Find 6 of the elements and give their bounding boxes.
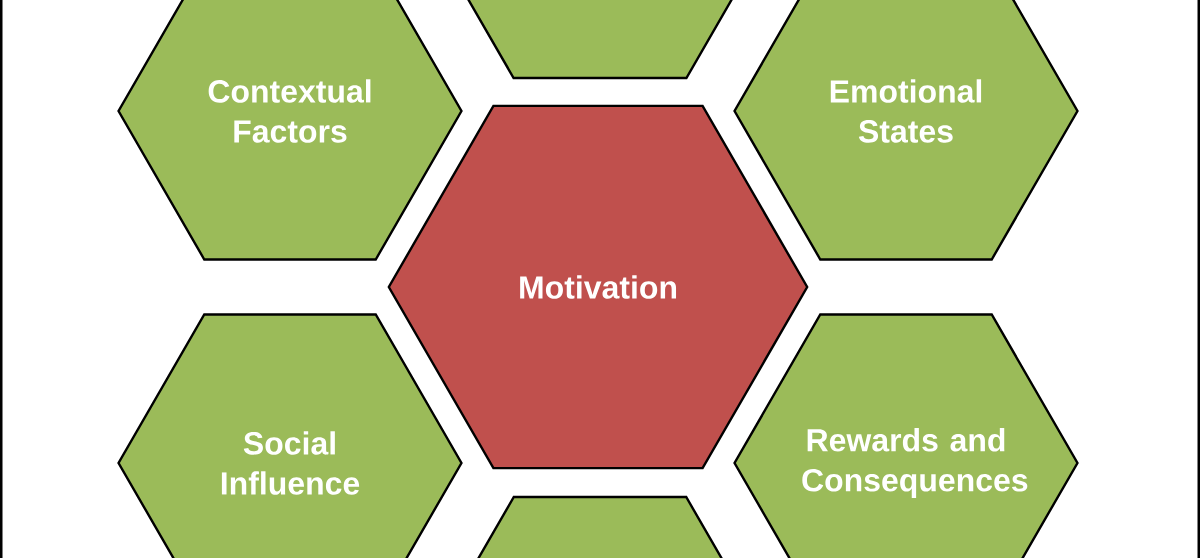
hexagon-box: Rewards and Consequences xyxy=(733,313,1079,558)
hexagon-box: Social Influence xyxy=(117,313,463,558)
hexagon xyxy=(466,0,734,80)
hexagon xyxy=(476,495,724,558)
hexagon-box: Emotional States xyxy=(733,0,1079,261)
hexagon-box: Contextual Factors xyxy=(117,0,463,261)
